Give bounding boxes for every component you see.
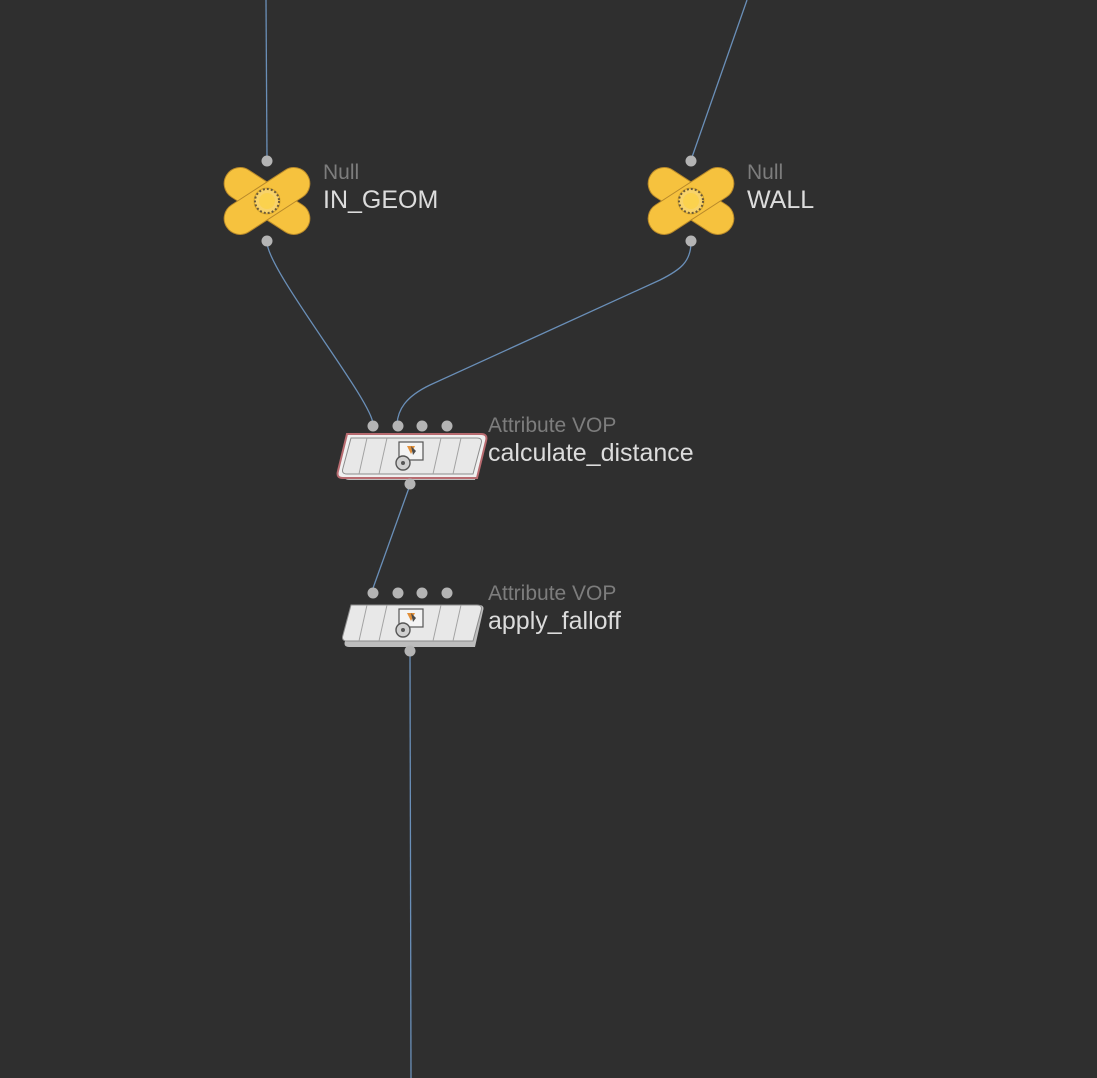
node-in-geom-type: Null bbox=[323, 161, 360, 184]
apply-falloff-input-port-2[interactable] bbox=[392, 587, 404, 599]
node-wall-type: Null bbox=[747, 161, 784, 184]
wire-in-geom-to-calculate-distance[interactable] bbox=[266, 241, 374, 425]
node-apply-falloff-name[interactable]: apply_falloff bbox=[488, 607, 621, 635]
node-calculate-distance-label: Attribute VOP calculate_distance bbox=[488, 414, 694, 468]
calculate-distance-input-port-1[interactable] bbox=[367, 420, 379, 432]
node-wall-shape[interactable] bbox=[641, 160, 741, 242]
calculate-distance-input-port-3[interactable] bbox=[416, 420, 428, 432]
wire-wall-to-calculate-distance[interactable] bbox=[396, 241, 692, 425]
in-geom-input-port[interactable] bbox=[261, 155, 273, 167]
calculate-distance-output-port[interactable] bbox=[404, 478, 416, 490]
wire-top-to-in-geom[interactable] bbox=[265, 0, 268, 161]
node-apply-falloff-shape[interactable] bbox=[341, 604, 484, 647]
node-calculate-distance-name[interactable]: calculate_distance bbox=[488, 439, 694, 467]
apply-falloff-input-port-4[interactable] bbox=[441, 587, 453, 599]
node-calculate-distance-shape[interactable] bbox=[336, 433, 488, 480]
node-wall-name[interactable]: WALL bbox=[747, 186, 815, 214]
node-in-geom-label: Null IN_GEOM bbox=[323, 161, 438, 215]
wire-calculate-distance-to-apply-falloff[interactable] bbox=[371, 484, 411, 592]
apply-falloff-output-port[interactable] bbox=[404, 645, 416, 657]
wall-output-port[interactable] bbox=[685, 235, 697, 247]
apply-falloff-input-port-1[interactable] bbox=[367, 587, 379, 599]
node-calculate-distance-type: Attribute VOP bbox=[488, 414, 617, 437]
node-wall-label: Null WALL bbox=[747, 161, 814, 215]
wall-input-port[interactable] bbox=[685, 155, 697, 167]
wire-apply-falloff-output[interactable] bbox=[409, 651, 412, 1078]
node-in-geom-shape[interactable] bbox=[217, 160, 317, 242]
node-apply-falloff-label: Attribute VOP apply_falloff bbox=[488, 582, 621, 636]
calculate-distance-input-port-2[interactable] bbox=[392, 420, 404, 432]
node-apply-falloff-type: Attribute VOP bbox=[488, 582, 617, 605]
apply-falloff-input-port-3[interactable] bbox=[416, 587, 428, 599]
wire-top-to-wall[interactable] bbox=[690, 0, 748, 161]
calculate-distance-input-port-4[interactable] bbox=[441, 420, 453, 432]
node-in-geom-name[interactable]: IN_GEOM bbox=[323, 186, 439, 214]
in-geom-output-port[interactable] bbox=[261, 235, 273, 247]
